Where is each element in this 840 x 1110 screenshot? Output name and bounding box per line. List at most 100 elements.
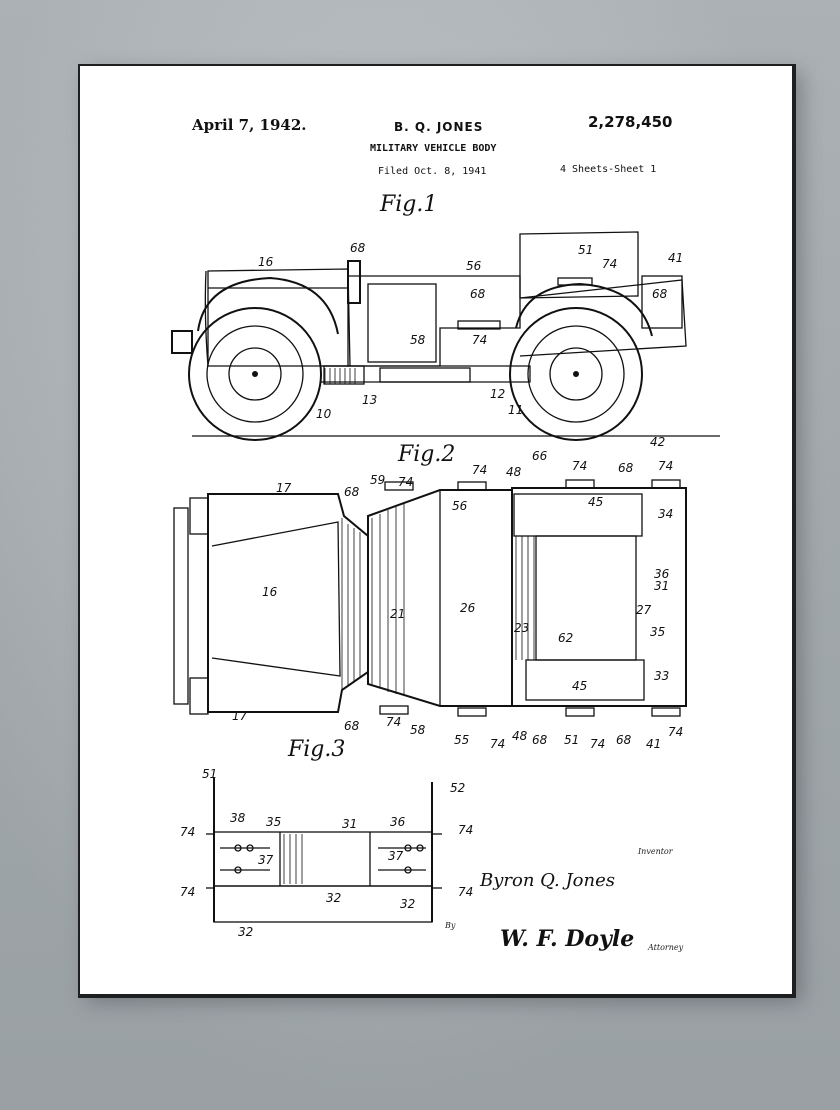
front-fender [197, 276, 339, 335]
fig2-reference-number: 35 [650, 625, 665, 639]
fig3-reference-number: 52 [450, 781, 465, 795]
fig2-reference-number: 31 [654, 579, 669, 593]
fig1-reference-number: 12 [490, 387, 505, 401]
fig2-reference-number: 36 [654, 567, 670, 581]
fig2-reference-number: 74 [572, 459, 587, 473]
signature-block: Inventor Byron Q. Jones By W. F. Doyle A… [444, 847, 684, 952]
fig3-reference-number: 38 [230, 811, 246, 825]
front-hub-center [252, 371, 258, 377]
fig1-reference-number: 68 [652, 287, 668, 301]
fig3-reference-number: 37 [258, 853, 274, 867]
bolt-2 [246, 844, 254, 852]
fig3-reference-number: 74 [458, 885, 473, 899]
fig2-reference-number: 66 [532, 449, 548, 463]
fig1-reference-number: 68 [470, 287, 486, 301]
cowl-shading [371, 504, 405, 696]
fig2-reference-number: 48 [512, 729, 528, 743]
patent-inventor: B. Q. JONES [394, 120, 484, 134]
fig2-reference-number: 27 [636, 603, 652, 617]
handle-right-1 [379, 705, 409, 715]
grille-edge [204, 270, 209, 367]
fig2-reference-number: 26 [460, 601, 476, 615]
fig1-reference-number: 51 [578, 243, 593, 257]
bolt-5 [416, 844, 424, 852]
fig2-reference-number: 34 [658, 507, 673, 521]
bolt-6 [404, 866, 412, 874]
fig1-reference-number: 68 [350, 241, 366, 255]
patent-drawing: Fig.1 [171, 192, 720, 952]
running-gear [323, 365, 365, 385]
fig2-reference-number: 17 [276, 481, 292, 495]
handle-right-2 [457, 707, 487, 717]
fig2-reference-number: 17 [232, 709, 248, 723]
rear-tire [509, 307, 643, 441]
fig3-reference-number: 32 [326, 891, 341, 905]
fig2-reference-number: 23 [514, 621, 529, 635]
fig2-reference-number: 74 [472, 463, 487, 477]
front-tire-inner [206, 325, 304, 423]
patent-date: April 7, 1942. [192, 116, 307, 134]
handle-left-1 [384, 481, 414, 491]
fig2-reference-number: 45 [572, 679, 587, 693]
figure-2-top-view: Fig.2 [173, 442, 687, 717]
rear-body [519, 279, 687, 357]
hood-shading [341, 518, 361, 692]
fig1-reference-number: 74 [602, 257, 617, 271]
bolt-1 [234, 844, 242, 852]
attorney-caption: Attorney [647, 943, 684, 952]
figure-3-rear-section: Fig.3 [206, 737, 442, 923]
patent-number: 2,278,450 [588, 113, 673, 131]
fig2-reference-number: 21 [390, 607, 405, 621]
rear-tub-top [511, 487, 687, 707]
fig2-reference-number: 68 [344, 719, 360, 733]
fig1-reference-number: 56 [466, 259, 482, 273]
fig2-reference-number: 68 [618, 461, 634, 475]
fig3-reference-number: 35 [266, 815, 281, 829]
rear-panel [641, 275, 683, 329]
side-panel [367, 283, 437, 363]
hood-top [207, 493, 369, 713]
fig3-reference-number: 74 [180, 885, 195, 899]
fig3-reference-number: 51 [202, 767, 217, 781]
handle-left-4 [651, 479, 681, 489]
fig2-reference-number: 74 [590, 737, 605, 751]
fig1-reference-number: 41 [668, 251, 683, 265]
fig1-reference-number: 74 [472, 333, 487, 347]
fig2-reference-number: 62 [558, 631, 573, 645]
fig2-reference-number: 58 [410, 723, 426, 737]
fig1-reference-number: 11 [508, 403, 523, 417]
fig1-reference-number: 58 [410, 333, 426, 347]
figure-1-side-view: Fig.1 [171, 192, 720, 441]
fig3-reference-number: 32 [238, 925, 253, 939]
fig2-reference-number: 74 [490, 737, 505, 751]
fig3-reference-number: 74 [180, 825, 195, 839]
fig2-reference-number: 74 [658, 459, 673, 473]
windshield-post [347, 260, 361, 304]
fig2-reference-number: 59 [370, 473, 385, 487]
patent-sheet-count: 4 Sheets-Sheet 1 [560, 164, 657, 175]
fig3-reference-number: 31 [342, 817, 357, 831]
fig3-reference-number: 37 [388, 849, 404, 863]
figure-3-label: Fig.3 [287, 737, 345, 762]
inventor-signature: Byron Q. Jones [479, 870, 615, 891]
figure-1-label: Fig.1 [379, 192, 437, 217]
handle-right-4 [651, 707, 681, 717]
fig2-reference-number: 16 [262, 585, 278, 599]
fig2-reference-number: 48 [506, 465, 522, 479]
attorney-signature: W. F. Doyle [500, 926, 634, 952]
figure-2-label: Fig.2 [397, 442, 455, 467]
floor-panel [535, 535, 637, 661]
fig2-reference-number: 42 [650, 435, 665, 449]
front-hub [228, 347, 282, 401]
inventor-caption: Inventor [637, 847, 674, 856]
fig3-reference-number: 74 [458, 823, 473, 837]
fig2-reference-number: 74 [668, 725, 683, 739]
fig2-reference-number: 41 [646, 737, 661, 751]
fig2-reference-number: 68 [532, 733, 548, 747]
bolt-3 [234, 866, 242, 874]
side-step [457, 320, 501, 330]
fig3-reference-number: 36 [390, 815, 406, 829]
front-tire-top-right [189, 677, 209, 715]
fig2-reference-number: 45 [588, 495, 603, 509]
